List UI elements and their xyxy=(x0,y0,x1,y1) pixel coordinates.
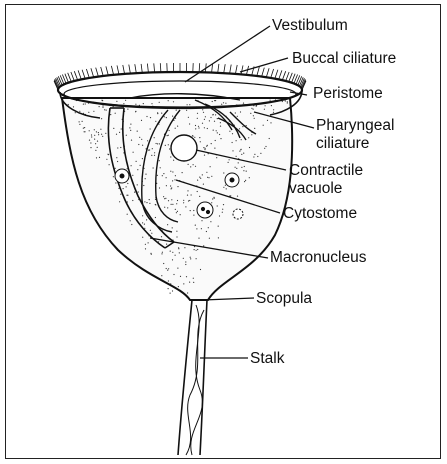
body-outline xyxy=(62,98,292,300)
contractile-vacuole-drawing xyxy=(171,135,197,161)
label-cytostome: Cytostome xyxy=(283,206,357,222)
label-scopula: Scopula xyxy=(256,291,312,307)
label-pharyngeal-ciliature-2: ciliature xyxy=(316,136,369,152)
label-stalk: Stalk xyxy=(250,351,284,367)
label-contractile-vacuole-1: Contractile xyxy=(289,163,363,179)
label-contractile-vacuole-2: vacuole xyxy=(289,181,342,197)
label-vestibulum: Vestibulum xyxy=(272,18,348,34)
label-peristome: Peristome xyxy=(313,86,383,102)
label-macronucleus: Macronucleus xyxy=(270,250,367,266)
stalk-drawing xyxy=(178,300,207,455)
label-pharyngeal-ciliature-1: Pharyngeal xyxy=(316,118,394,134)
label-buccal-ciliature: Buccal ciliature xyxy=(292,51,396,67)
